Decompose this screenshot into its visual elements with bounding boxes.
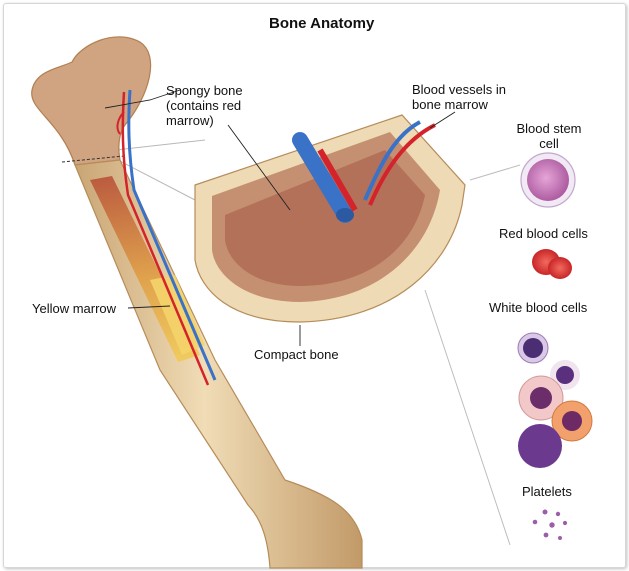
compact-bone-label: Compact bone <box>254 347 339 362</box>
blood-stem-cell <box>520 152 576 208</box>
bone-blood-vessels <box>116 89 217 386</box>
white-blood-cells <box>517 332 593 468</box>
femur-bone <box>31 36 363 569</box>
cross-section <box>194 114 466 323</box>
yellow-marrow-label: Yellow marrow <box>32 301 117 316</box>
blood-stem-cell-label: Blood stem cell <box>516 121 582 151</box>
red-blood-cells <box>532 249 572 279</box>
white-blood-cells-label: White blood cells <box>489 300 588 315</box>
platelets <box>532 509 568 540</box>
diagram-title: Bone Anatomy <box>269 15 375 32</box>
blood-vessels-label: Blood vessels in bone marrow <box>412 82 506 112</box>
spongy-bone-label: Spongy bone (contains red marrow) <box>166 83 243 128</box>
platelets-label: Platelets <box>522 484 572 499</box>
leader-lines <box>104 89 456 346</box>
red-blood-cells-label: Red blood cells <box>499 226 588 241</box>
